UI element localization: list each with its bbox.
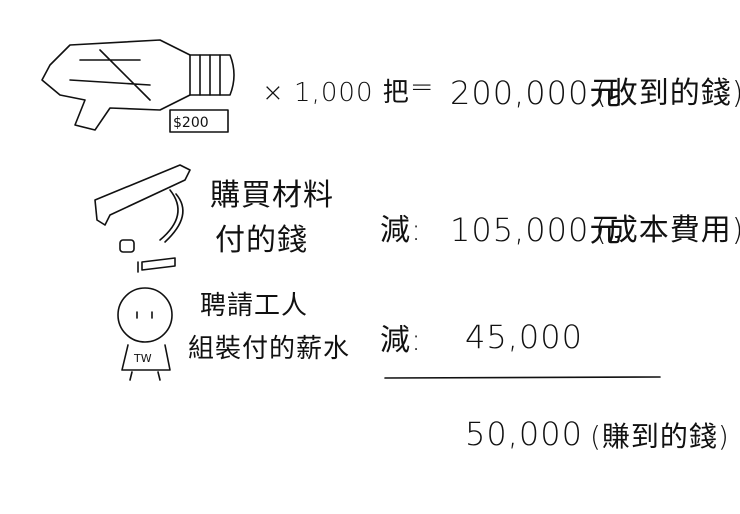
svg-text:TW: TW xyxy=(133,352,152,365)
materials-label-1: 購買材料 xyxy=(210,178,334,213)
equals-sign: = xyxy=(410,70,435,103)
profit-note: (賺到的錢) xyxy=(590,420,730,453)
revenue-amount: 200,000元 xyxy=(450,74,623,112)
materials-label-2: 付的錢 xyxy=(215,223,308,258)
labor-amount: 45,000 xyxy=(465,318,583,356)
sum-line xyxy=(384,376,661,379)
profit-amount: 50,000 xyxy=(465,415,583,453)
labor-label-1: 聘請工人 xyxy=(200,291,309,321)
worker-drawing: TW xyxy=(117,287,173,381)
materials-drawing xyxy=(94,164,191,273)
quantity-text: × 1,000 把 xyxy=(262,78,410,108)
svg-text:$200: $200 xyxy=(173,115,209,131)
materials-note: (成本費用) xyxy=(595,213,740,248)
materials-amount: 105,000元 xyxy=(450,211,623,249)
labor-minus: 減: xyxy=(380,323,423,358)
labor-label-2: 組裝付的薪水 xyxy=(188,334,351,364)
materials-minus: 減: xyxy=(380,213,423,248)
revenue-note: (收到的錢) xyxy=(595,76,740,111)
price-tag: $200 xyxy=(169,109,229,133)
gun-drawing xyxy=(41,39,235,131)
